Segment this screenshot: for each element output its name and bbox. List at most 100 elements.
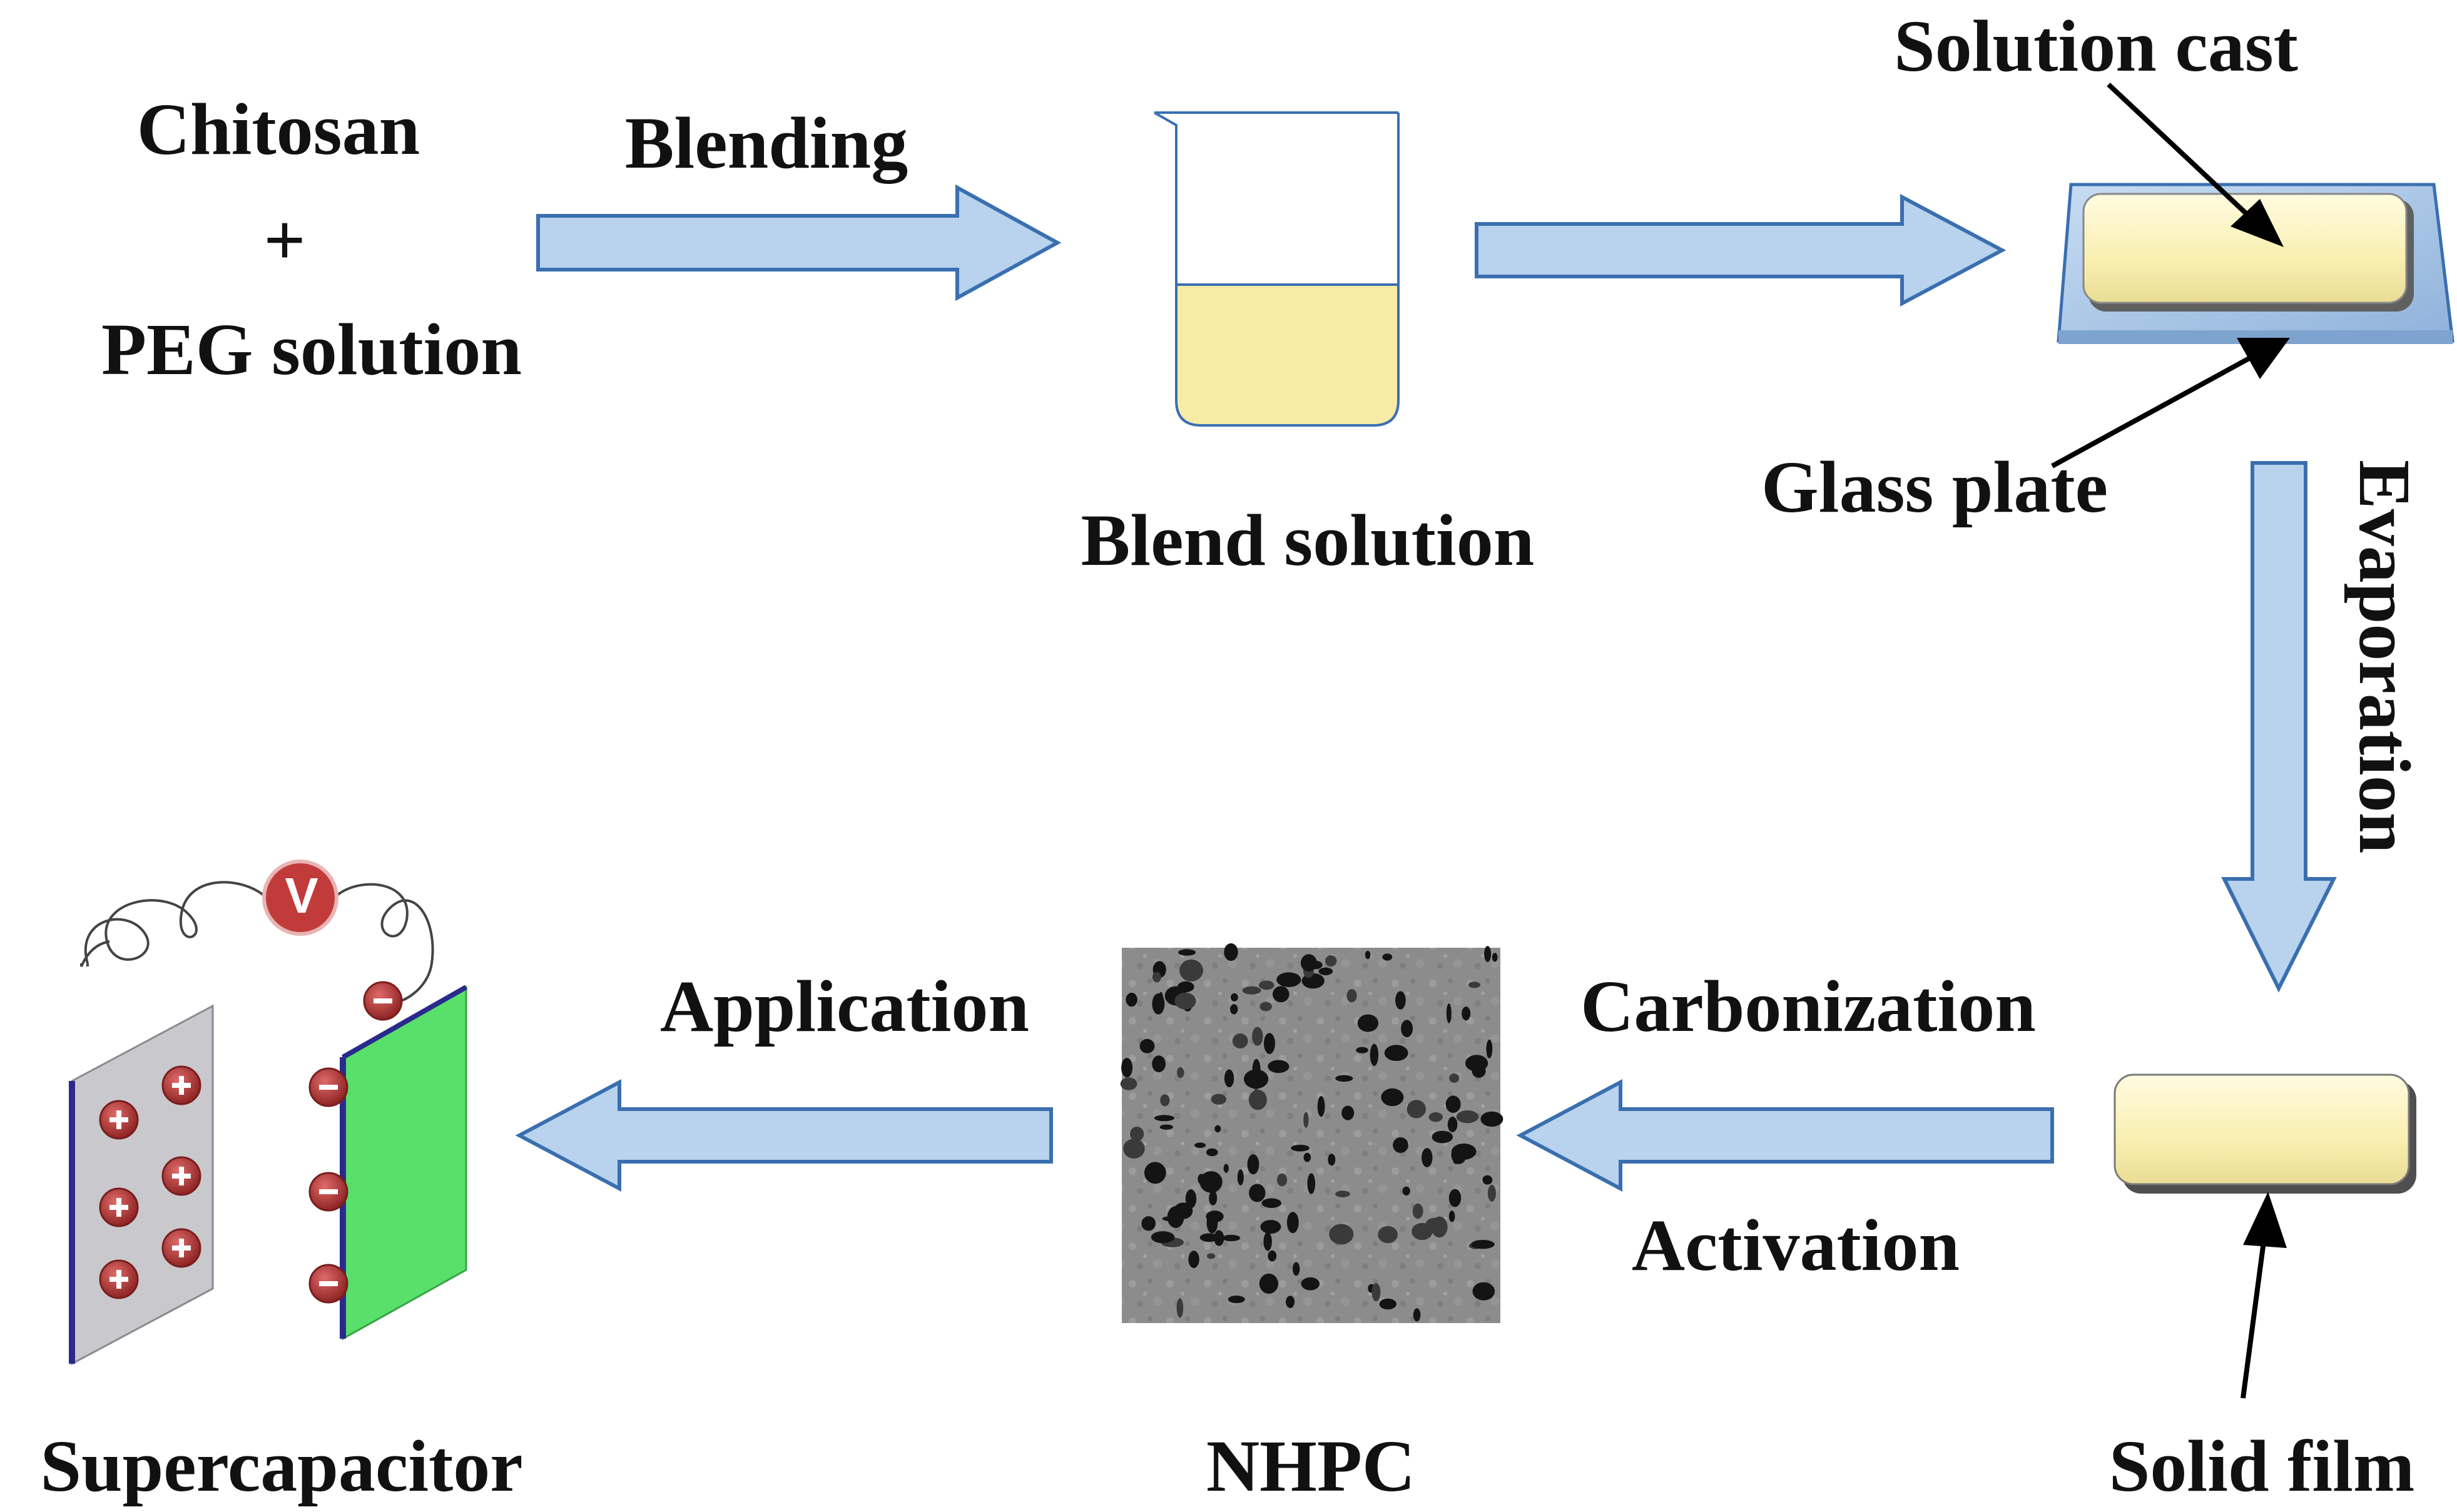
sem-pore xyxy=(1139,1038,1155,1053)
sem-pore xyxy=(1413,1308,1421,1322)
sem-pore xyxy=(1160,1094,1170,1107)
voltmeter-label: V xyxy=(285,868,318,923)
sem-pore xyxy=(1242,986,1261,995)
sem-pore xyxy=(1248,1090,1267,1110)
solution-cast-pointer xyxy=(2107,83,2261,227)
activation-label: Activation xyxy=(1631,1204,1960,1286)
sem-pore xyxy=(1261,1198,1281,1208)
sem-pore xyxy=(1206,1210,1224,1223)
sem-pore xyxy=(1301,1277,1320,1291)
sem-pore xyxy=(1293,1262,1300,1276)
sem-pore xyxy=(1151,1231,1175,1244)
sem-pore xyxy=(1484,946,1492,962)
plus-label: + xyxy=(263,199,306,281)
positive-ion xyxy=(161,1156,201,1196)
sem-pore xyxy=(1214,1125,1221,1133)
sem-pore xyxy=(1228,1296,1245,1304)
application-label: Application xyxy=(659,965,1030,1047)
blending-arrow xyxy=(536,184,1062,302)
sem-pore xyxy=(1277,1173,1288,1187)
sem-pore xyxy=(1395,991,1406,1010)
nhpc-sem-image xyxy=(1120,943,1503,1323)
positive-ion xyxy=(161,1228,201,1268)
sem-pore xyxy=(1126,992,1137,1007)
sem-pore xyxy=(1222,1234,1241,1242)
sem-pore xyxy=(1384,1045,1408,1062)
sem-pore xyxy=(1206,1253,1216,1259)
carbonization-arrow xyxy=(1516,1079,2054,1192)
sem-pore xyxy=(1268,1250,1277,1262)
sem-pore xyxy=(1211,1093,1227,1105)
positive-ion xyxy=(99,1100,139,1140)
sem-pore xyxy=(1158,992,1164,1010)
sem-pore xyxy=(1152,1055,1166,1072)
glass-plate-label: Glass plate xyxy=(1761,446,2108,528)
sem-pore xyxy=(1259,1002,1272,1012)
sem-pore xyxy=(1249,1184,1266,1202)
sem-pore xyxy=(1329,1224,1354,1245)
carbonization-label: Carbonization xyxy=(1580,965,2036,1047)
sem-pore xyxy=(1328,1154,1336,1166)
sem-pore xyxy=(1445,1095,1461,1113)
sem-pore xyxy=(1178,949,1196,956)
sem-pore xyxy=(1307,1173,1316,1194)
sem-pore xyxy=(1231,993,1238,1002)
glass-plate-icon xyxy=(2057,183,2454,344)
sem-pore xyxy=(1286,1296,1295,1309)
negative-ion xyxy=(308,1264,348,1304)
sem-pore xyxy=(1318,967,1333,976)
sem-pore xyxy=(1120,1077,1137,1090)
evaporation-label: Evaporation xyxy=(2344,460,2426,854)
sem-pore xyxy=(1407,1100,1426,1119)
sem-pore xyxy=(1335,1190,1350,1197)
sem-pore xyxy=(1230,1004,1238,1015)
sem-pore xyxy=(1123,1139,1145,1159)
sem-pore xyxy=(1291,1145,1310,1152)
sem-pore xyxy=(1224,943,1238,961)
sem-pore xyxy=(1223,1164,1229,1173)
sem-pore xyxy=(1159,1124,1173,1130)
sem-pore xyxy=(1447,1117,1458,1132)
voltmeter-icon xyxy=(262,860,338,936)
sem-pore xyxy=(1371,1283,1381,1302)
sem-pore xyxy=(1263,1232,1272,1251)
sem-pore xyxy=(1199,1171,1223,1193)
sem-pore xyxy=(1214,1230,1224,1246)
sem-pore xyxy=(1356,1047,1368,1053)
nhpc-label: NHPC xyxy=(1206,1425,1416,1507)
sem-pore xyxy=(1176,1298,1184,1318)
sem-pore xyxy=(1325,955,1337,967)
glass-plate-pointer xyxy=(2051,354,2254,469)
sem-pore xyxy=(1449,1073,1460,1083)
sem-pore xyxy=(1393,1137,1408,1153)
sem-pore xyxy=(1448,1210,1455,1222)
sem-pore xyxy=(1232,1033,1248,1048)
sem-pore xyxy=(1273,986,1290,1003)
sem-pore xyxy=(1130,1127,1144,1142)
sem-pore xyxy=(1448,1189,1462,1207)
evaporation-arrow xyxy=(2221,461,2337,993)
sem-pore xyxy=(1451,1145,1467,1164)
sem-pore xyxy=(1365,950,1371,960)
sem-pore xyxy=(1237,1169,1244,1185)
solid-film-label: Solid film xyxy=(2109,1425,2415,1507)
sem-pore xyxy=(1412,1203,1423,1219)
negative-ion xyxy=(308,1172,348,1212)
sem-pore xyxy=(1224,1069,1234,1088)
blend-solution-label: Blend solution xyxy=(1081,499,1535,581)
sem-pore xyxy=(1286,1212,1299,1234)
positive-ion xyxy=(99,1259,139,1299)
chitosan-label: Chitosan xyxy=(136,88,420,170)
sem-pore xyxy=(1370,1043,1379,1067)
sem-pore xyxy=(1199,1233,1219,1242)
sem-pore xyxy=(1382,953,1393,961)
sem-pore xyxy=(1357,1014,1378,1032)
sem-pore xyxy=(1402,1186,1410,1195)
positive-ion xyxy=(99,1187,139,1227)
sem-pore xyxy=(1188,1251,1199,1269)
sem-pore xyxy=(1260,1220,1281,1234)
sem-pore xyxy=(1194,1142,1206,1148)
sem-pore xyxy=(1378,1225,1398,1244)
